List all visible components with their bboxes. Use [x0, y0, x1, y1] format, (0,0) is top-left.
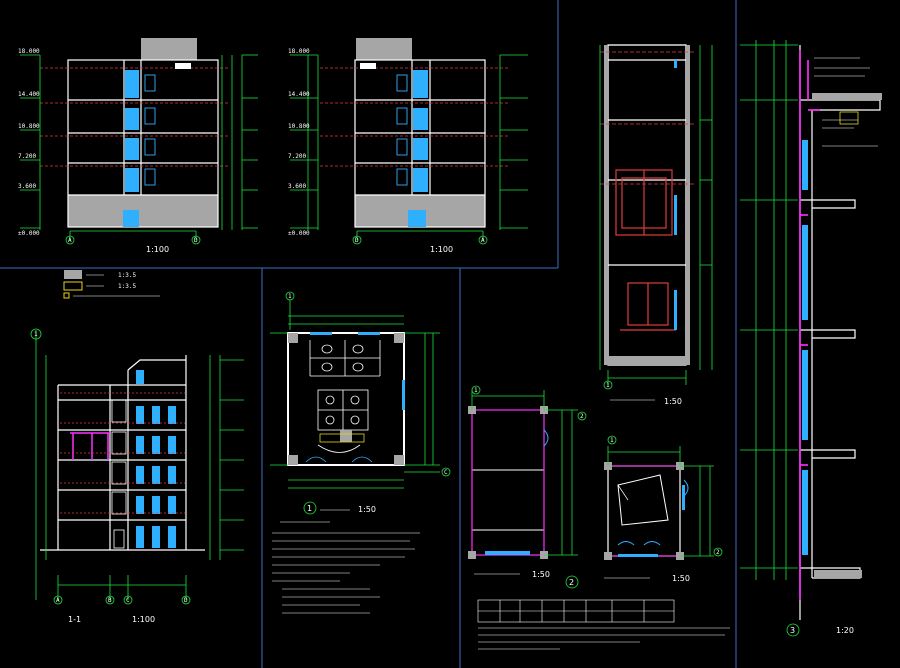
section-view-1-1: 1 A B C D 1-1 1:100 — [30, 328, 244, 624]
elev-a-mark-2: 7.200 — [18, 153, 36, 160]
elevator-axis: 1 — [606, 382, 610, 389]
machine-axis-right: 2 — [716, 549, 720, 556]
wall-view-number: 3 — [790, 626, 795, 635]
elev-a-mark-3: 10.800 — [18, 123, 40, 130]
machine-room-plan: 1 2 1:50 — [604, 435, 723, 583]
toilet-axis-right: C — [444, 469, 448, 476]
schedule-table — [477, 599, 730, 650]
pit-scale: 1:50 — [532, 570, 550, 579]
section-axis-c: C — [126, 597, 130, 604]
section-axis-b: B — [108, 597, 112, 604]
machine-room-scale: 1:50 — [672, 574, 690, 583]
legend-item-2-scale: 1:3.5 — [118, 283, 136, 290]
legend: 1:3.5 1:3.5 — [63, 270, 160, 299]
elev-b-scale: 1:100 — [430, 245, 453, 254]
elev-b-mark-0: ±0.000 — [288, 230, 310, 237]
elevation-view-b: D A 18.000 14.400 10.800 7.200 3.600 ±0.… — [288, 38, 528, 254]
section-axis-a: A — [56, 597, 60, 604]
elevation-view-a: A D 18.000 14.400 10.800 7.200 3.600 ±0.… — [18, 38, 258, 254]
pit-axis-right: 2 — [580, 413, 584, 420]
toilet-plan: 1 C 1 1:50 — [270, 291, 451, 614]
legend-item-1-scale: 1:3.5 — [118, 272, 136, 279]
wall-detail: 3 1:20 — [740, 40, 882, 637]
machine-axis-left: 1 — [610, 437, 614, 444]
section-mark: 1-1 — [68, 615, 81, 624]
elev-b-mark-3: 10.800 — [288, 123, 310, 130]
elev-a-mark-4: 14.400 — [18, 91, 40, 98]
elevator-section-scale: 1:50 — [664, 397, 682, 406]
elev-a-mark-5: 18.000 — [18, 48, 40, 55]
toilet-axis-top: 1 — [288, 293, 292, 300]
elev-a-axis-right: D — [194, 237, 198, 244]
pit-view-number: 2 — [569, 578, 574, 587]
panel-frames — [0, 0, 737, 668]
section-scale: 1:100 — [132, 615, 155, 624]
wall-scale: 1:20 — [836, 626, 854, 635]
elev-b-mark-2: 7.200 — [288, 153, 306, 160]
elev-a-scale: 1:100 — [146, 245, 169, 254]
elev-b-axis-left: D — [355, 237, 359, 244]
elev-b-axis-right: A — [481, 237, 485, 244]
elev-b-mark-1: 3.600 — [288, 183, 306, 190]
elev-b-mark-5: 18.000 — [288, 48, 310, 55]
elevator-pit-plan: 1 2 2 1:50 — [468, 385, 587, 589]
elev-a-axis-left: A — [68, 237, 72, 244]
section-axis-d: D — [184, 597, 188, 604]
elev-a-mark-0: ±0.000 — [18, 230, 40, 237]
toilet-scale: 1:50 — [358, 505, 376, 514]
section-top-axis: 1 — [34, 331, 38, 338]
elev-b-mark-4: 14.400 — [288, 91, 310, 98]
toilet-view-number: 1 — [307, 504, 312, 513]
pit-axis-left: 1 — [474, 387, 478, 394]
elev-a-mark-1: 3.600 — [18, 183, 36, 190]
elevator-section: 1 1:50 — [599, 44, 713, 406]
